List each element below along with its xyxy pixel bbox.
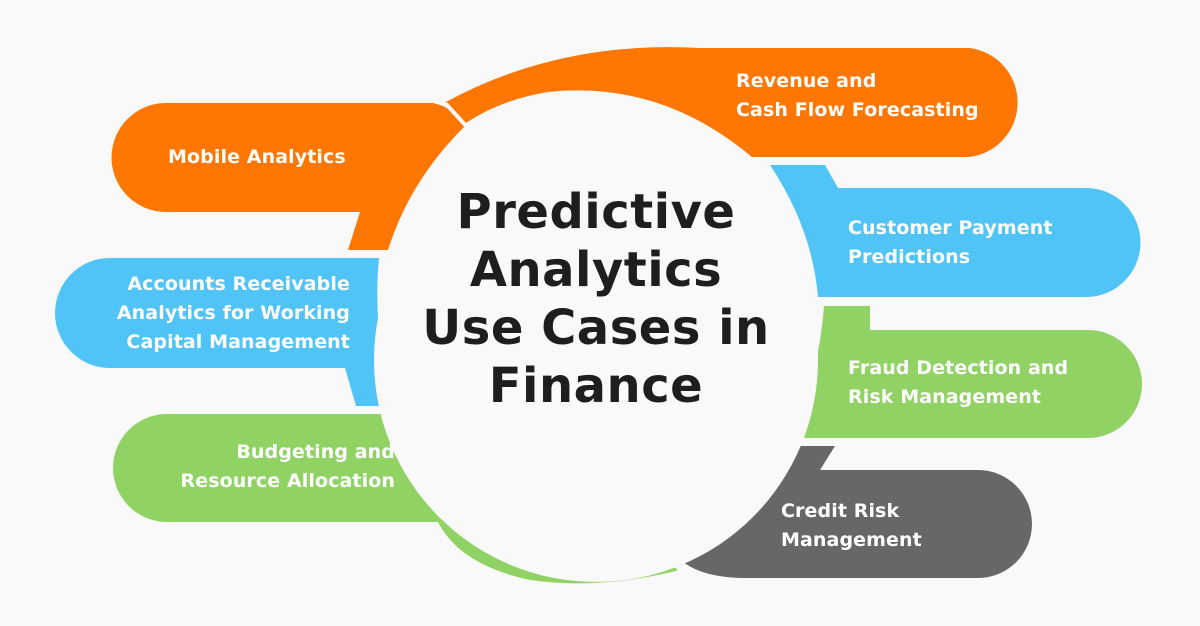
item-label: Predictions: [848, 246, 971, 268]
item-label: Mobile Analytics: [168, 146, 346, 168]
item-budgeting: Budgeting and Resource Allocation: [181, 438, 395, 496]
item-label: Budgeting and: [236, 441, 395, 463]
item-label: Fraud Detection and: [848, 357, 1069, 379]
item-fraud-detection: Fraud Detection and Risk Management: [848, 354, 1068, 412]
title-line: Finance: [488, 358, 704, 414]
item-label: Credit Risk: [781, 500, 900, 522]
center-title: Predictive Analytics Use Cases in Financ…: [396, 183, 796, 415]
separator-line: [444, 102, 470, 130]
fraud-detection-shape: [786, 306, 1142, 438]
item-accounts-receivable: Accounts Receivable Analytics for Workin…: [117, 270, 350, 357]
item-customer-payment: Customer Payment Predictions: [848, 214, 1053, 272]
item-label: Analytics for Working: [116, 302, 350, 324]
customer-payment-shape: [770, 165, 1141, 297]
item-revenue-cash-flow: Revenue and Cash Flow Forecasting: [736, 67, 979, 125]
accounts-receivable-shape: [55, 258, 393, 406]
title-line: Analytics: [469, 242, 723, 298]
center-circle: [374, 138, 818, 582]
revenue-arc-band: [446, 47, 1018, 158]
title-line: Predictive: [456, 184, 736, 240]
item-mobile-analytics: Mobile Analytics: [168, 143, 346, 172]
item-label: Risk Management: [848, 386, 1042, 408]
item-label: Customer Payment: [848, 217, 1053, 239]
item-label: Management: [781, 529, 922, 551]
separator-line: [662, 529, 686, 576]
item-label: Revenue and: [736, 70, 877, 92]
item-label: Resource Allocation: [180, 470, 395, 492]
item-label: Cash Flow Forecasting: [736, 99, 979, 121]
item-credit-risk: Credit Risk Management: [781, 497, 922, 555]
title-line: Use Cases in: [422, 300, 770, 356]
mobile-analytics-shape: [111, 103, 467, 250]
item-label: Capital Management: [126, 331, 350, 353]
item-label: Accounts Receivable: [127, 273, 350, 295]
